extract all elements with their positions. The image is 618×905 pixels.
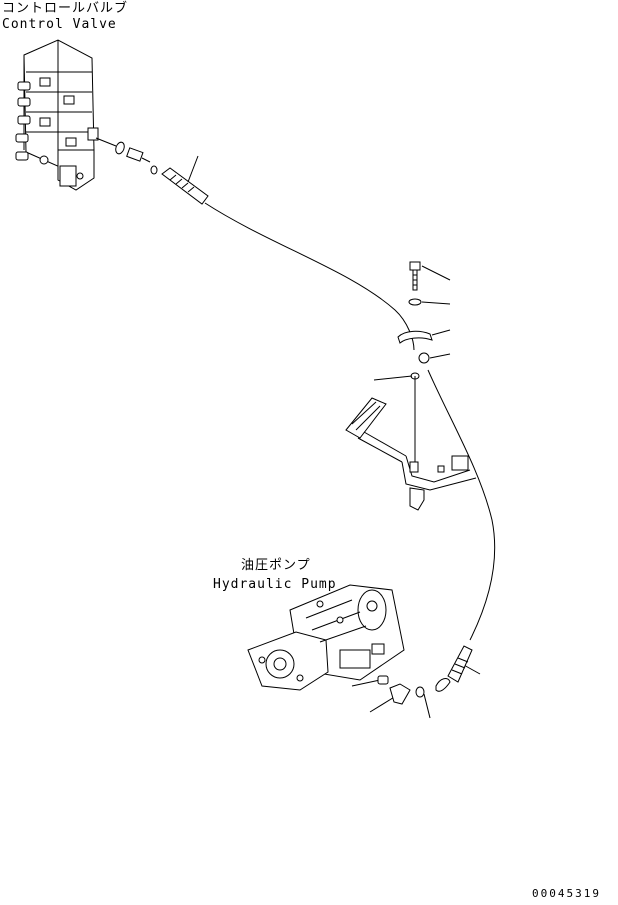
- clamp-stack: [397, 261, 433, 470]
- pump-fittings: [377, 675, 425, 705]
- valve-hose-end: [161, 155, 209, 205]
- control-valve-label-en: Control Valve: [2, 17, 117, 32]
- hydraulic-pump-label-jp: 油圧ポンプ: [241, 558, 311, 573]
- hose-lower: [427, 369, 496, 641]
- pump-hose-end: [435, 645, 473, 692]
- spool-ends: [15, 81, 31, 161]
- valve-fittings: [95, 137, 158, 175]
- hydraulic-pump: [247, 584, 405, 691]
- hydraulic-pump-label-en: Hydraulic Pump: [213, 577, 337, 592]
- drawing-number: 00045319: [532, 887, 601, 900]
- hose-upper: [204, 202, 415, 351]
- pedal-bracket: [345, 397, 477, 511]
- control-valve: [15, 39, 99, 191]
- control-valve-label-jp: コントロールバルブ: [2, 1, 129, 16]
